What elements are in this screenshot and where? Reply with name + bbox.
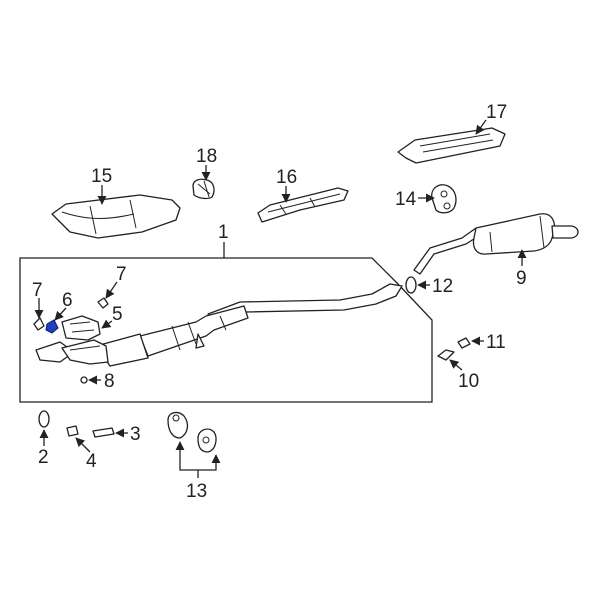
heat-shield-front[interactable] [51,194,181,239]
callout-7-right: 7 [116,264,127,285]
converter-part-5[interactable] [61,315,101,341]
callout-2: 2 [38,447,49,468]
callout-15: 15 [91,166,112,187]
callout-8: 8 [104,371,115,392]
leader-6 [54,307,67,321]
muffler-assembly[interactable] [413,213,579,275]
callout-17: 17 [486,102,507,123]
bolt-part-3[interactable] [92,427,115,438]
callout-13: 13 [186,481,207,502]
callout-1: 1 [218,222,229,243]
callout-9: 9 [516,268,527,289]
exhaust-pipe-assembly[interactable] [35,283,403,367]
hanger-part-13-left[interactable] [167,411,189,439]
stud-part-7-upper[interactable] [97,297,109,309]
stud-part-4[interactable] [66,425,79,437]
clamp-part-18[interactable] [192,178,215,200]
assembly-frame [19,257,433,403]
gasket-part-12[interactable] [405,276,417,294]
leader-7b [105,281,118,299]
callout-4: 4 [86,451,97,472]
nut-part-8[interactable] [80,376,88,384]
callout-10: 10 [458,371,479,392]
bolt-part-10[interactable] [437,349,455,361]
gasket-part-2[interactable] [38,410,50,428]
callout-3: 3 [130,424,141,445]
callout-11: 11 [486,332,506,353]
leader-17 [475,119,487,135]
callout-12: 12 [432,276,453,297]
leader-10 [449,359,463,371]
callout-14: 14 [395,189,417,210]
callout-16: 16 [276,167,297,188]
leader-5 [101,319,113,329]
callout-5: 5 [112,304,123,325]
highlighted-part-6[interactable] [45,319,59,334]
callout-18: 18 [196,146,217,167]
hanger-part-13-right[interactable] [197,428,217,453]
heat-shield-center[interactable] [257,187,349,223]
callout-7-left: 7 [32,280,43,301]
leader-4 [75,437,91,453]
callout-6: 6 [62,290,73,311]
bolt-part-11[interactable] [457,337,471,349]
hanger-part-14[interactable] [431,184,457,214]
heat-shield-rear[interactable] [397,127,506,164]
nut-part-7-left[interactable] [33,317,45,331]
